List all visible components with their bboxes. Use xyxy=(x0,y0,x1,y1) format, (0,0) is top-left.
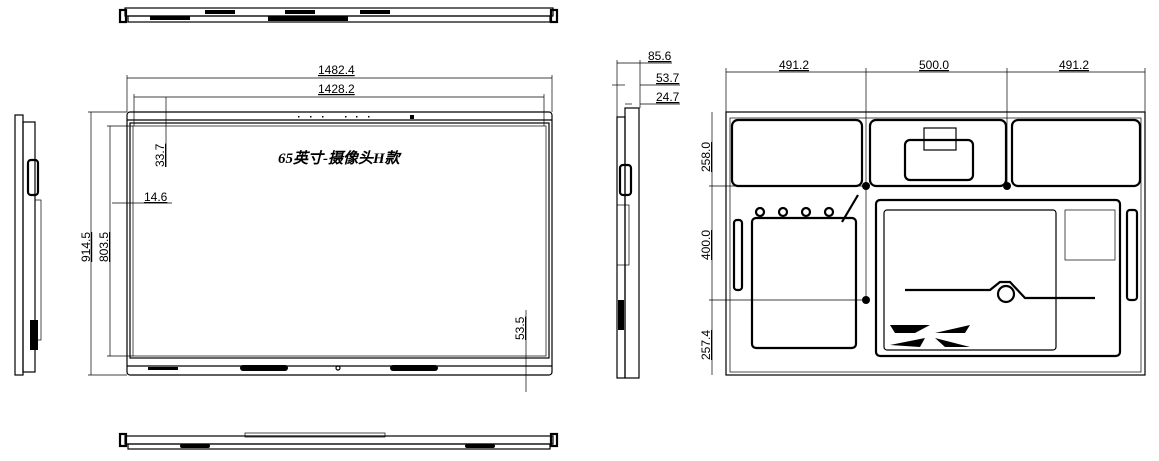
dim-top-offset: 258.0 xyxy=(699,142,713,172)
dim-top-bezel: 33.7 xyxy=(153,143,167,167)
dim-overall-height: 914.5 xyxy=(79,232,93,262)
dim-depth-mid: 53.7 xyxy=(656,71,680,85)
dim-bottom-offset: 257.4 xyxy=(699,330,713,360)
dim-right-spacing: 491.2 xyxy=(1059,58,1089,72)
drawing-title: 65英寸-摄像头H款 xyxy=(278,150,403,167)
top-view xyxy=(118,7,559,24)
dim-side-bezel: 14.6 xyxy=(144,190,168,204)
back-view: 491.2 500.0 491.2 258.0 400.0 257.4 xyxy=(699,58,1146,376)
dim-vesa-width: 500.0 xyxy=(919,58,949,72)
front-view: 65英寸-摄像头H款 1482.4 1428.2 914.5 803.5 33.… xyxy=(79,63,553,392)
dim-left-spacing: 491.2 xyxy=(779,58,809,72)
dim-screen-width: 1428.2 xyxy=(318,82,355,96)
dim-overall-width: 1482.4 xyxy=(318,63,355,77)
dim-bottom-bezel: 53.5 xyxy=(513,316,527,340)
left-side-view xyxy=(14,114,42,376)
bottom-view xyxy=(118,432,559,450)
dim-screen-height: 803.5 xyxy=(97,232,111,262)
dim-depth-thin: 24.7 xyxy=(656,90,680,104)
side-view: 85.6 53.7 24.7 xyxy=(612,49,680,379)
dim-total-depth: 85.6 xyxy=(648,49,672,63)
dim-vesa-height: 400.0 xyxy=(699,230,713,260)
